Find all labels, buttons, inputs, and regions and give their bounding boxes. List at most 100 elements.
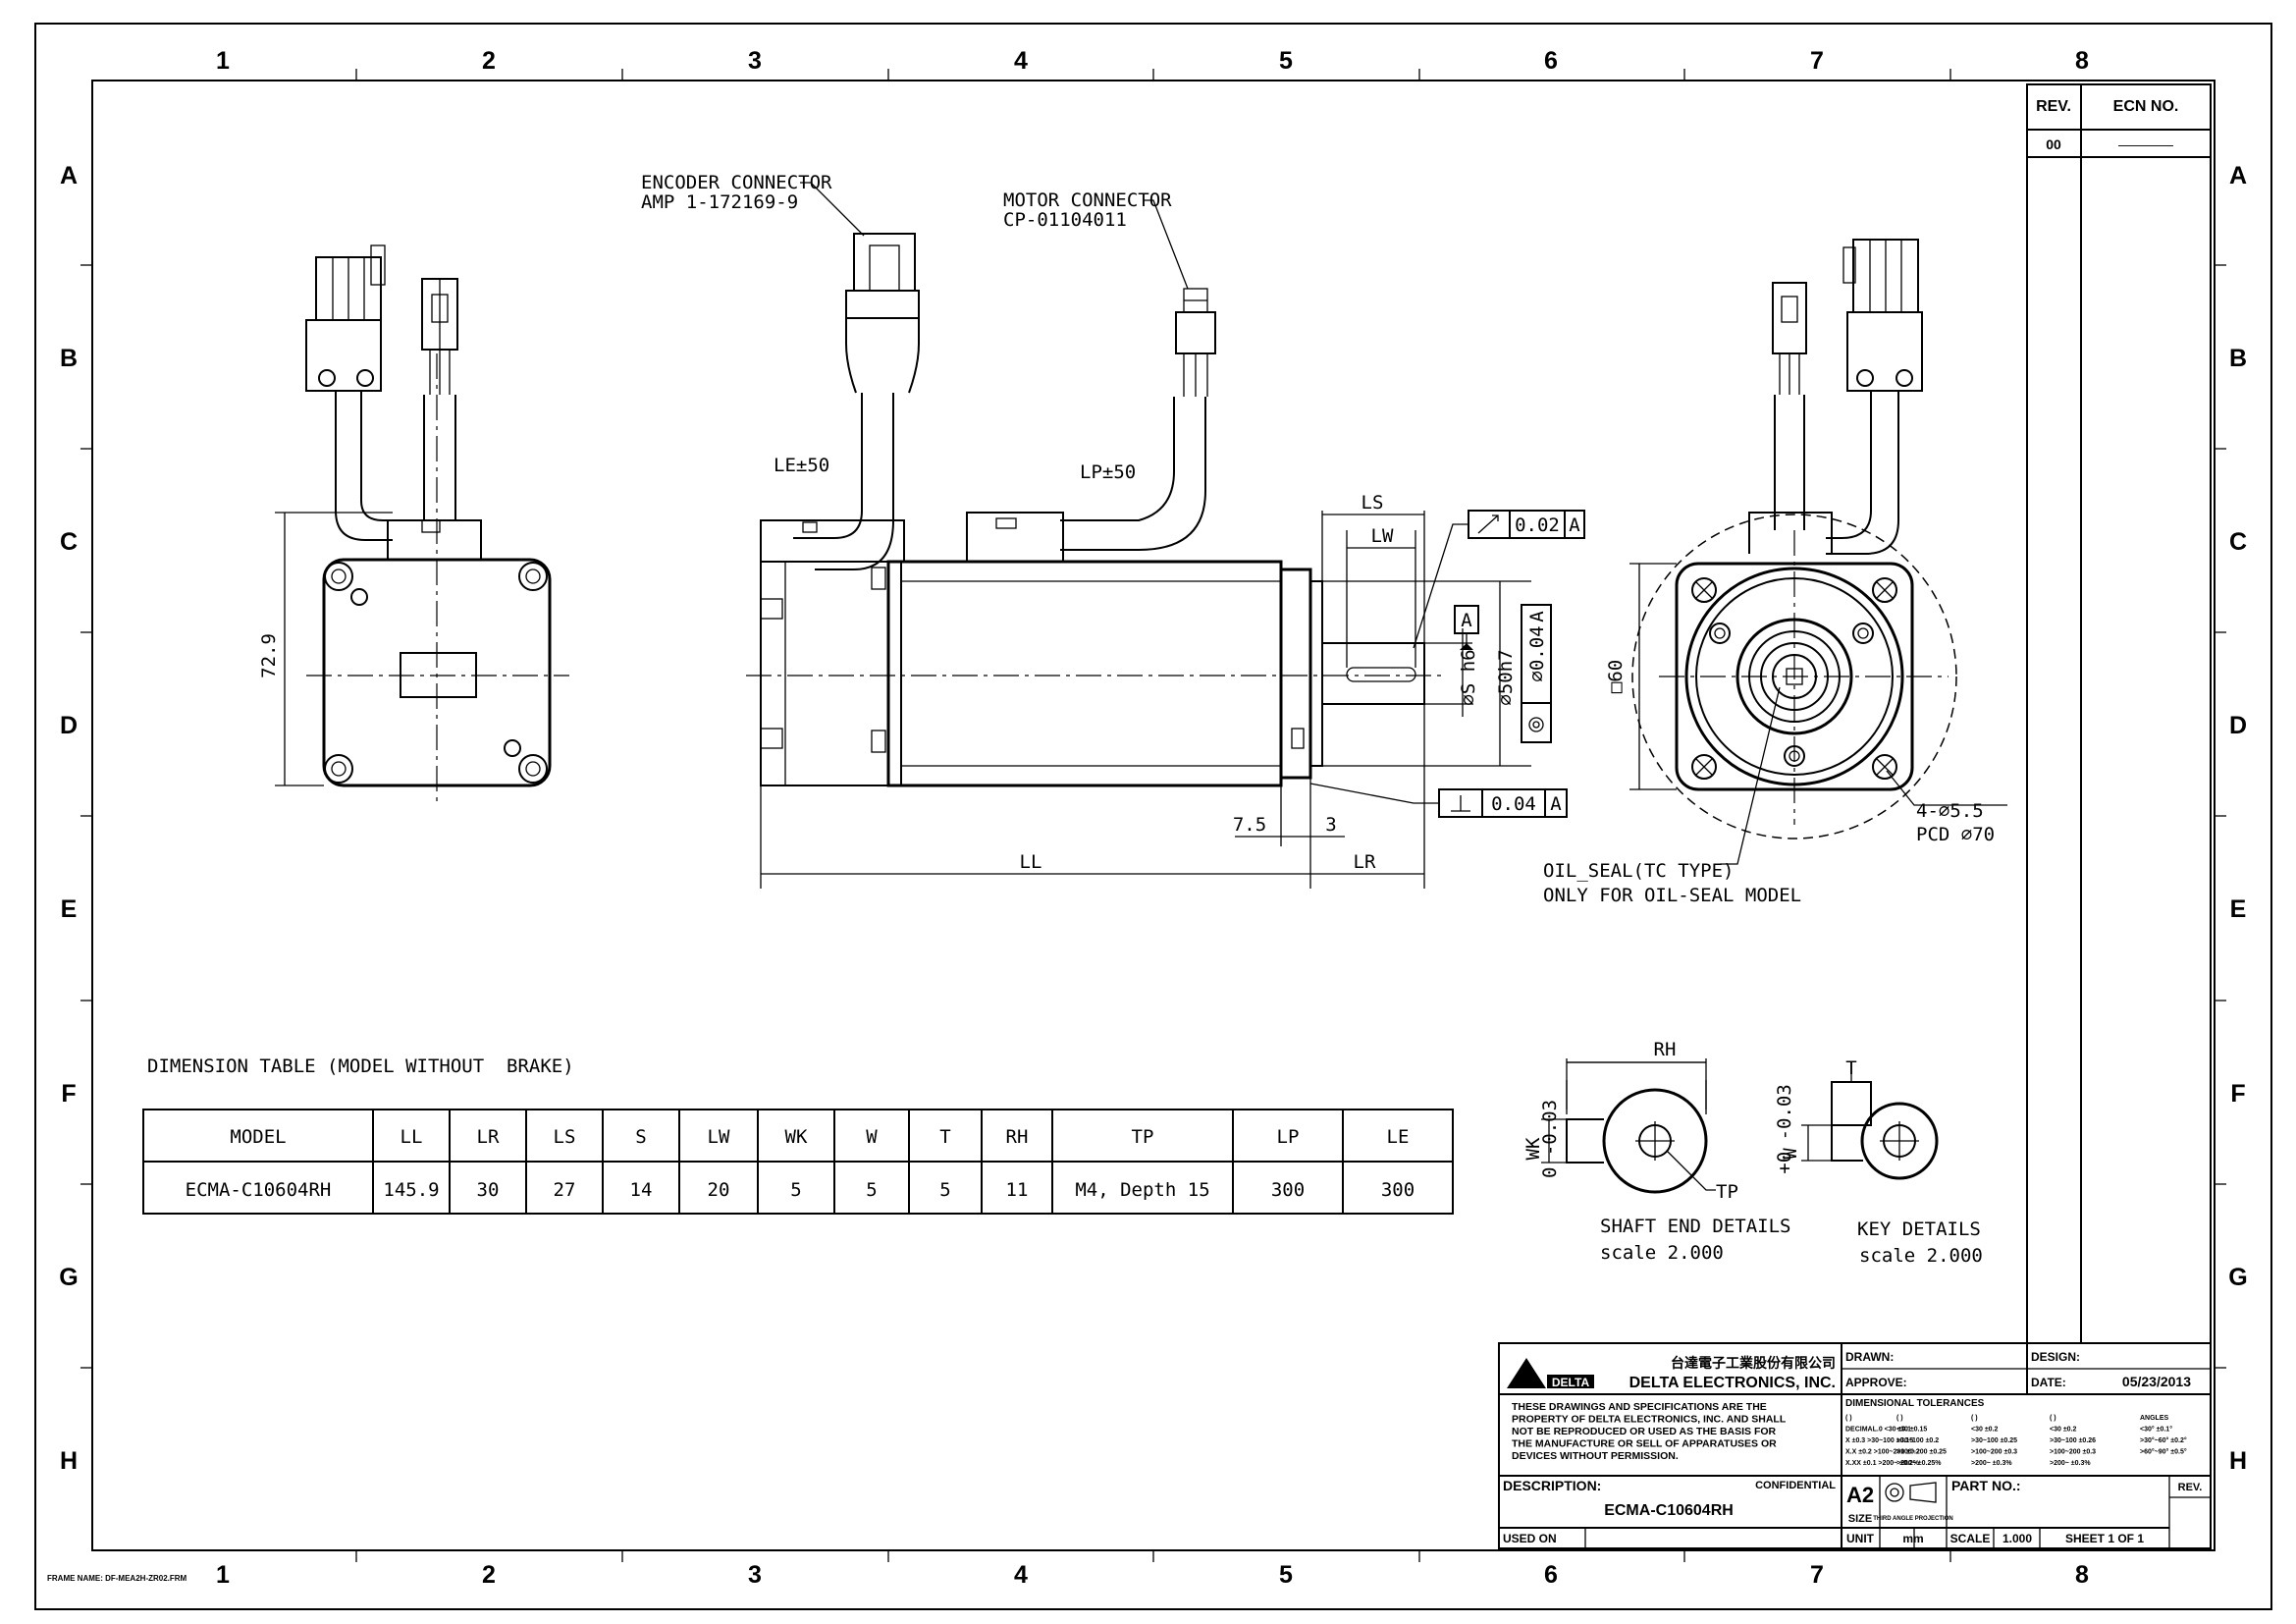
column-label-bottom: 5 [1279,1561,1293,1589]
shaft-end-details: RH TP WK 0 -0.03 SHAFT END DETAILS scale… [1522,1039,1790,1264]
row-label-left: G [59,1264,78,1291]
third-angle-projection-icon [1885,1482,1937,1503]
table-header-cell: WK [785,1126,808,1148]
column-label-bottom: 8 [2075,1561,2089,1589]
tolerance-cell: <30 ±0.2 [2050,1427,2076,1434]
dim-wk-tol: 0 -0.03 [1539,1100,1561,1178]
table-header-cell: MODEL [230,1126,286,1148]
key-details: T W +0 -0.03 KEY DETAILS scale 2.000 [1774,1057,1983,1267]
row-label-left: D [60,712,78,739]
key-details-scale: scale 2.000 [1859,1245,1983,1267]
description-value: ECMA-C10604RH [1604,1502,1734,1519]
table-cell: 145.9 [383,1179,439,1201]
tolerance-cell: >60°~90° ±0.5° [2140,1448,2187,1456]
table-cell: 300 [1381,1179,1415,1201]
table-cell: 11 [1006,1179,1029,1201]
dim-t: T [1845,1057,1856,1079]
row-label-left: F [61,1080,76,1108]
row-label-right: D [2229,712,2247,739]
dim-holes: 4-∅5.5 [1916,800,1984,822]
dim-le: LE±50 [774,455,829,476]
dim-pilot-dia: ∅50h7 [1495,649,1517,705]
confidential-label: CONFIDENTIAL [1755,1480,1836,1491]
tolerance-cell: >200~ ±0.3% [1971,1460,2012,1467]
used-on-label: USED ON [1503,1532,1557,1545]
dimension-table: DIMENSION TABLE (MODEL WITHOUT BRAKE) MO… [142,1056,1454,1215]
dim-w: W [1780,1148,1801,1160]
scale-label: SCALE [1950,1532,1991,1545]
row-label-right: C [2229,528,2247,556]
revision-block: REV. ECN NO. 00 ———— [2026,83,2212,1344]
column-label-top: 6 [1544,47,1558,75]
projection-label: THIRD ANGLE PROJECTION [1873,1516,1952,1522]
table-header-cell: RH [1006,1126,1029,1148]
dim-lr: LR [1354,851,1376,873]
tolerance-cell: >100~200 ±0.3 [2050,1449,2096,1456]
dim-3: 3 [1325,814,1336,836]
pilot-runout: ∅0.04 [1526,625,1548,681]
table-header-cell: T [939,1126,950,1148]
table-cell: 5 [790,1179,801,1201]
dim-60: □60 [1605,660,1627,693]
table-header-cell: S [635,1126,646,1148]
dim-72-9: 72.9 [258,633,280,678]
table-header-cell: LP [1277,1126,1300,1148]
ecn-value: ———— [2118,136,2173,152]
row-label-right: F [2230,1080,2245,1108]
motor-callout-2: CP-01104011 [1003,209,1127,231]
delta-logo-icon [1507,1358,1546,1388]
column-label-bottom: 4 [1014,1561,1028,1589]
unit-label: UNIT [1846,1532,1875,1545]
unit-value: mm [1902,1532,1923,1545]
design-label: DESIGN: [2031,1350,2080,1364]
table-cell: 20 [708,1179,730,1201]
row-label-left: E [61,895,78,923]
part-no-label: PART NO.: [1951,1478,2021,1493]
dim-tp: TP [1716,1181,1738,1203]
row-label-left: B [60,345,78,372]
date-value: 05/23/2013 [2122,1374,2191,1389]
frame-name: FRAME NAME: DF-MEA2H-ZR02.FRM [47,1574,187,1583]
dim-lw: LW [1371,525,1394,547]
column-label-top: 8 [2075,47,2089,75]
notice-line: THESE DRAWINGS AND SPECIFICATIONS ARE TH… [1512,1401,1767,1413]
row-label-right: G [2228,1264,2247,1291]
scale-value: 1.000 [2002,1532,2032,1545]
tolerance-cell: X ±0.3 >30~100 ±0.15 [1845,1437,1913,1444]
rev-header: REV. [2036,98,2071,115]
notice-line: NOT BE REPRODUCED OR USED AS THE BASIS F… [1512,1426,1777,1437]
oil-seal-callout-2: ONLY FOR OIL-SEAL MODEL [1543,885,1801,906]
front-end-view: □60 4-∅5.5 PCD ∅70 OIL_SEAL(TC TYPE) ONL… [1543,239,2007,906]
datum-a: A [1461,610,1472,631]
table-cell: 5 [866,1179,877,1201]
perp-value: 0.04 [1491,793,1536,815]
size-value: A2 [1846,1483,1874,1507]
table-cell: 5 [939,1179,950,1201]
tolerance-cell: ( ) [1971,1415,1978,1422]
table-header-cell: LW [708,1126,730,1148]
dim-pcd: PCD ∅70 [1916,824,1995,845]
runout-value: 0.02 [1515,514,1560,536]
column-label-bottom: 2 [482,1561,496,1589]
company-en: DELTA ELECTRONICS, INC. [1629,1375,1836,1391]
dim-wk: WK [1522,1137,1544,1160]
tolerance-cell: <30° ±0.1° [2140,1426,2172,1434]
date-label: DATE: [2031,1376,2066,1389]
column-label-bottom: 1 [216,1561,230,1589]
key-details-title: KEY DETAILS [1857,1218,1981,1240]
table-header-cell: LS [554,1126,576,1148]
pilot-datum: A [1526,611,1548,623]
description-label: DESCRIPTION: [1503,1478,1601,1493]
table-cell: 14 [630,1179,653,1201]
column-label-top: 7 [1810,47,1824,75]
runout-datum: A [1569,514,1580,536]
row-label-right: B [2229,345,2247,372]
encoder-callout-1: ENCODER CONNECTOR [641,172,832,193]
row-label-right: A [2229,162,2247,189]
notice-line: PROPERTY OF DELTA ELECTRONICS, INC. AND … [1512,1414,1787,1426]
row-label-left: H [60,1447,78,1475]
table-header-cell: LE [1387,1126,1410,1148]
